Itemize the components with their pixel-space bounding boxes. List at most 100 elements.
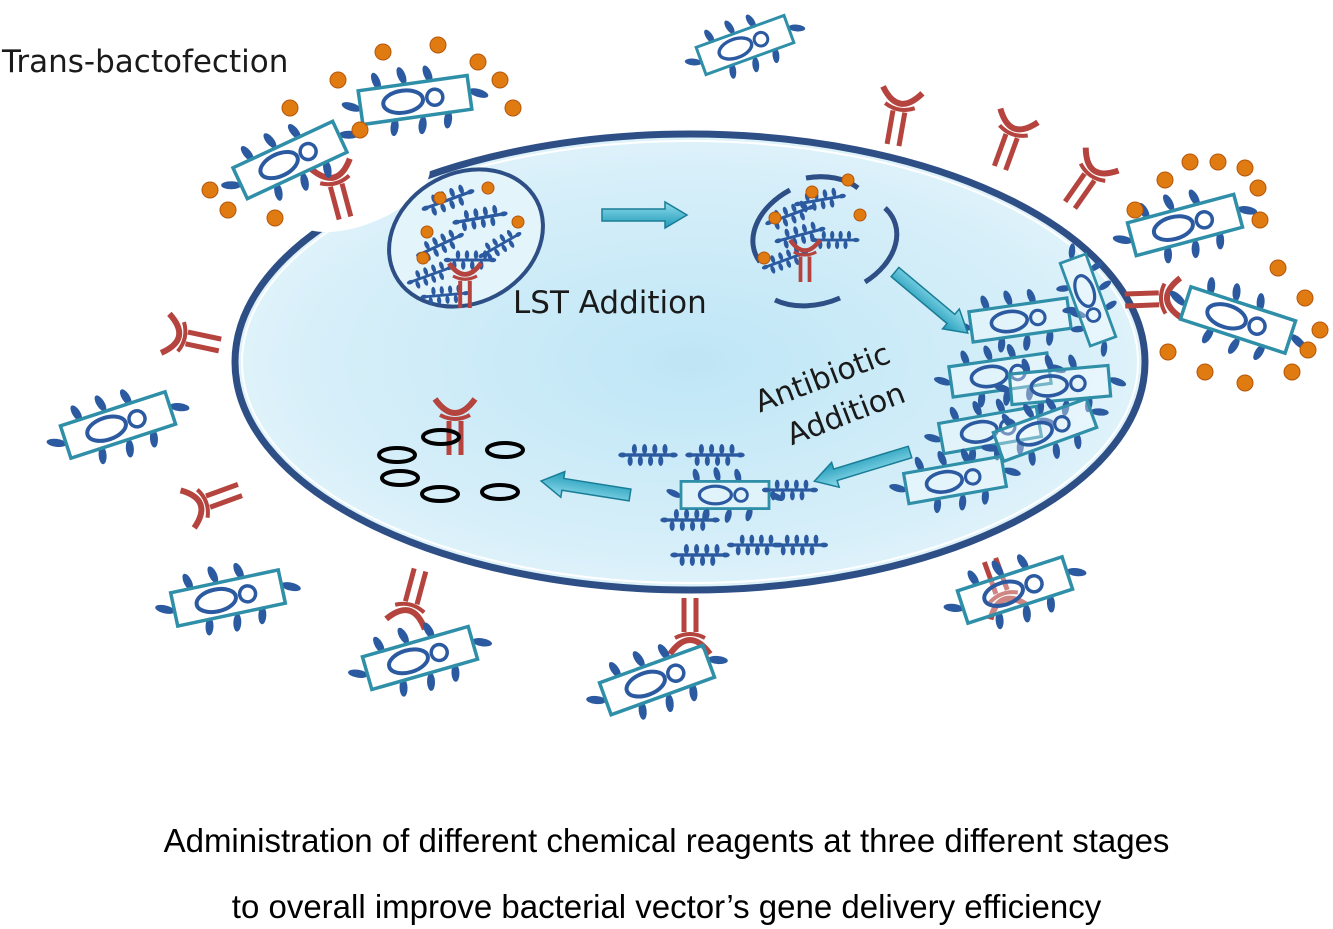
plasmid-fragment-icon bbox=[810, 230, 860, 250]
plasmid-fragment-icon bbox=[727, 534, 783, 556]
plasmid-ring-icon bbox=[421, 428, 461, 446]
reagent-particle-icon bbox=[433, 191, 447, 205]
bacterium-icon bbox=[1056, 243, 1118, 357]
bacterium-icon bbox=[684, 13, 806, 79]
process-arrow-icon bbox=[601, 200, 689, 230]
reagent-particle-icon bbox=[1209, 153, 1227, 171]
plasmid-ring-icon bbox=[380, 469, 420, 487]
reagent-particle-icon bbox=[1159, 343, 1177, 361]
bacterium-icon bbox=[666, 467, 784, 523]
reagent-particle-icon bbox=[511, 215, 525, 229]
reagent-particle-icon bbox=[429, 36, 447, 54]
plasmid-fragment-icon bbox=[670, 543, 730, 567]
reagent-particle-icon bbox=[491, 71, 509, 89]
plasmid-ring-icon bbox=[377, 446, 417, 464]
reagent-particle-icon bbox=[1181, 153, 1199, 171]
receptor-icon bbox=[384, 567, 429, 631]
reagent-particle-icon bbox=[1196, 363, 1214, 381]
bacterium-icon bbox=[348, 622, 492, 697]
plasmid-fragment-icon bbox=[761, 246, 809, 274]
endosome-contents bbox=[406, 173, 867, 567]
plasmid-fragment-icon bbox=[772, 534, 828, 556]
caption-line-2: to overall improve bacterial vector’s ge… bbox=[231, 888, 1102, 925]
bacterium-icon bbox=[155, 562, 301, 636]
bacterium-icon bbox=[341, 65, 489, 137]
receptor-icon bbox=[432, 397, 478, 455]
bacterium-icon bbox=[943, 554, 1087, 630]
plasmid-ring-icon bbox=[485, 441, 525, 459]
reagent-particle-icon bbox=[201, 181, 219, 199]
receptor-icon bbox=[1124, 275, 1184, 321]
receptor-icon bbox=[447, 261, 483, 308]
reagent-particle-icon bbox=[1236, 159, 1254, 177]
reagent-particle-icon bbox=[420, 225, 434, 239]
receptor-layer bbox=[159, 84, 1184, 656]
plasmid-fragment-icon bbox=[420, 284, 470, 306]
plasmid-fragment-icon bbox=[478, 229, 522, 261]
reagent-particle-icon bbox=[1236, 374, 1254, 392]
process-arrow-icon bbox=[812, 445, 913, 489]
reagent-particle-icon bbox=[1249, 179, 1267, 197]
reagent-particle-icon bbox=[1299, 341, 1317, 359]
plasmid-fragment-icon bbox=[685, 443, 745, 467]
reagent-particle-icon bbox=[1311, 321, 1329, 339]
reagent-particle-icon bbox=[219, 201, 237, 219]
process-arrow-icon bbox=[890, 266, 969, 335]
caption-line-1: Administration of different chemical rea… bbox=[163, 822, 1170, 859]
plasmid-ring-icon bbox=[480, 483, 520, 501]
reagent-particle-icon bbox=[805, 185, 819, 199]
reagent-particle-icon bbox=[1296, 289, 1314, 307]
reagent-particle-icon bbox=[1156, 171, 1174, 189]
plasmid-fragment-icon bbox=[618, 443, 678, 467]
bacterium-icon bbox=[46, 389, 190, 465]
bacterium-icon bbox=[221, 119, 359, 201]
receptor-icon bbox=[788, 238, 822, 282]
reagent-particle-icon bbox=[1283, 363, 1301, 381]
reagent-particle-icon bbox=[768, 211, 782, 225]
membrane-opening bbox=[294, 151, 430, 233]
receptor-icon bbox=[159, 311, 222, 356]
reagent-particle-icon bbox=[329, 71, 347, 89]
reagent-particle-icon bbox=[374, 43, 392, 61]
bacterium-icon bbox=[1112, 189, 1258, 264]
bacterium-icon bbox=[586, 642, 728, 720]
reagent-particle-icon bbox=[481, 181, 495, 195]
receptor-icon bbox=[309, 157, 354, 221]
reagent-particle-layer bbox=[201, 36, 1329, 392]
receptor-icon bbox=[880, 84, 925, 147]
reagent-particle-icon bbox=[504, 99, 522, 117]
receptor-icon bbox=[1063, 147, 1120, 210]
reagent-particle-icon bbox=[1251, 211, 1269, 229]
label-lst-addition: LST Addition bbox=[513, 285, 707, 321]
reagent-particle-icon bbox=[757, 251, 771, 265]
reagent-particle-icon bbox=[1269, 259, 1287, 277]
plasmid-fragment-icon bbox=[406, 261, 454, 289]
reagent-particle-icon bbox=[469, 53, 487, 71]
process-arrow-icon bbox=[539, 470, 632, 502]
reagent-particle-icon bbox=[841, 173, 855, 187]
plasmid-fragment-icon bbox=[762, 479, 818, 501]
endosome-disrupted bbox=[750, 174, 900, 309]
released-plasmids bbox=[377, 428, 525, 503]
receptor-icon bbox=[179, 482, 243, 530]
reagent-particle-icon bbox=[281, 99, 299, 117]
receptor-icon bbox=[992, 107, 1040, 171]
reagent-particle-icon bbox=[351, 121, 369, 139]
bacterium-icon bbox=[1169, 277, 1307, 361]
bacterium-icon bbox=[981, 396, 1109, 466]
reagent-particle-icon bbox=[416, 251, 430, 265]
bacterium-icon bbox=[993, 354, 1127, 417]
reagent-particle-icon bbox=[266, 209, 284, 227]
reagent-particle-icon bbox=[853, 208, 867, 222]
plasmid-fragment-icon bbox=[660, 508, 720, 532]
trans-bactofection-diagram: Trans-bactofection LST Addition Antibiot… bbox=[1, 13, 1329, 720]
bacterium-icon bbox=[954, 288, 1086, 353]
plasmid-ring-icon bbox=[420, 485, 460, 503]
process-arrows bbox=[539, 200, 969, 502]
bacteria-layer bbox=[46, 13, 1307, 720]
plasmid-fragment-icon bbox=[452, 204, 508, 232]
diagram-title: Trans-bactofection bbox=[1, 44, 288, 80]
reagent-particle-icon bbox=[1126, 201, 1144, 219]
receptor-icon bbox=[667, 598, 713, 656]
bacterium-icon bbox=[889, 448, 1021, 514]
